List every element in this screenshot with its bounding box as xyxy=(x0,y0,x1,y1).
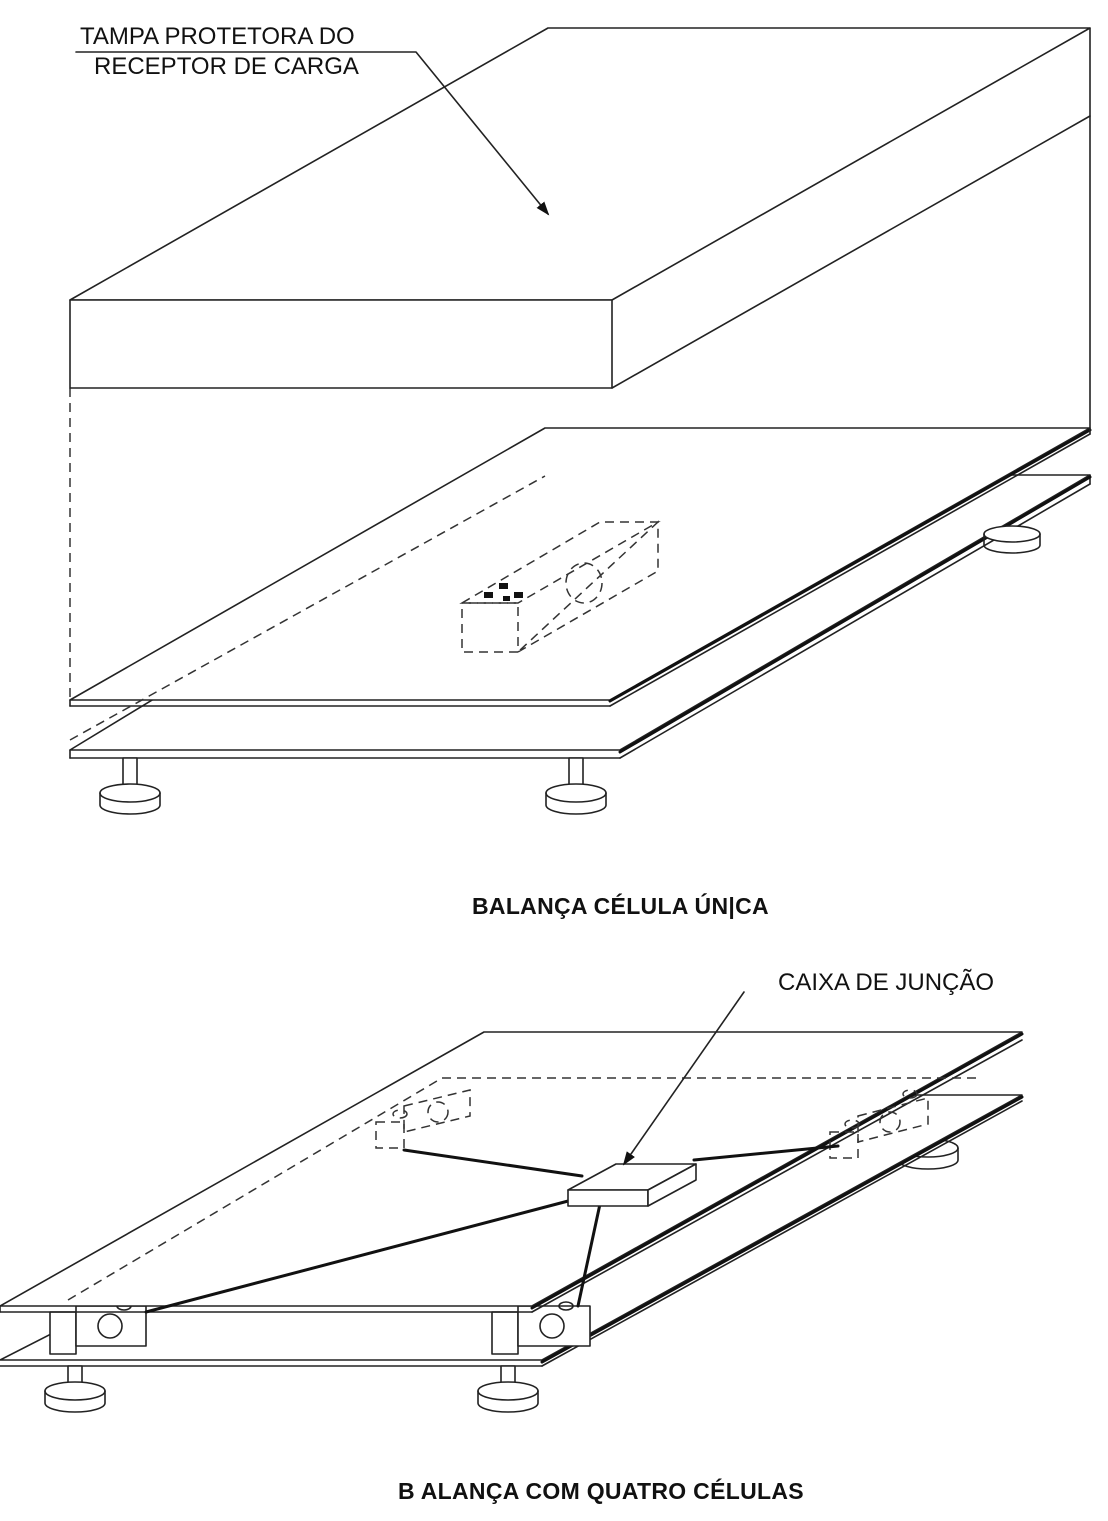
cover-callout-line1: TAMPA PROTETORA DO xyxy=(80,23,355,50)
junction-box-callout: CAIXA DE JUNÇÃO xyxy=(778,969,995,996)
protective-cover xyxy=(69,27,1091,435)
leveling-foot-left xyxy=(44,1365,106,1413)
leveling-foot-back xyxy=(983,525,1041,554)
leveling-foot-left xyxy=(99,757,161,815)
load-cell-front-left xyxy=(49,1301,147,1355)
four-cell-scale xyxy=(0,991,1024,1413)
cables xyxy=(144,1144,840,1314)
load-cell-back-right xyxy=(829,1089,929,1159)
cover-callout-line2: RECEPTOR DE CARGA xyxy=(94,53,359,80)
cover-callout-leader xyxy=(75,51,550,216)
leveling-foot-middle xyxy=(545,757,607,815)
bottom-figure-caption: B ALANÇA COM QUATRO CÉLULAS xyxy=(398,1478,804,1504)
top-figure-caption: BALANÇA CÉLULA ÚN|CA xyxy=(472,893,769,919)
load-cell-back-left xyxy=(375,1089,471,1149)
hidden-edge xyxy=(69,475,546,741)
load-plate xyxy=(0,1031,1024,1313)
junction-box xyxy=(567,1163,697,1207)
leveling-foot-right xyxy=(477,1365,539,1413)
junction-callout-leader xyxy=(622,991,745,1166)
single-cell-scale xyxy=(69,27,1092,815)
load-cell xyxy=(459,520,661,653)
hidden-edge xyxy=(67,1077,443,1301)
